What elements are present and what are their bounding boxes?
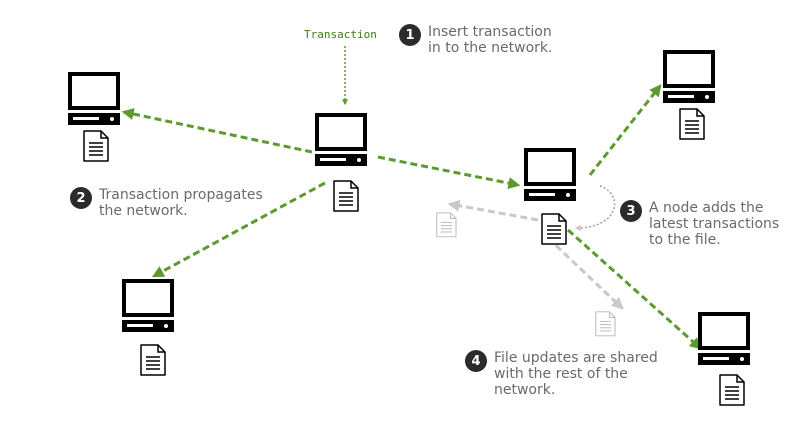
step-text: A node adds the latest transactions to t… xyxy=(649,200,780,248)
step-badge: 4 xyxy=(465,350,487,372)
step-1: 1 Insert transaction in to the network. xyxy=(399,24,552,56)
file-left-icon xyxy=(83,130,109,162)
file-lower-left-icon xyxy=(140,344,166,376)
computer-bottom-right-icon xyxy=(698,312,750,365)
file-top-right-icon xyxy=(679,108,705,140)
file-update-left-icon xyxy=(436,212,457,238)
step-3: 3 A node adds the latest transactions to… xyxy=(620,200,779,248)
update-arrow-left xyxy=(447,199,539,222)
update-arrow-down xyxy=(546,236,624,310)
computer-mining-node-icon xyxy=(524,148,576,201)
computer-top-right-icon xyxy=(663,50,715,103)
step-text: File updates are shared with the rest of… xyxy=(494,350,658,398)
transaction-label: Transaction xyxy=(304,28,377,41)
arrow-to-top-right-computer xyxy=(588,84,662,176)
update-arrows xyxy=(447,199,624,310)
propagation-arrows xyxy=(121,84,702,350)
step-4: 4 File updates are shared with the rest … xyxy=(465,350,658,398)
file-center-icon xyxy=(333,180,359,212)
arrow-to-left-computer xyxy=(121,108,313,154)
step-text: Insert transaction in to the network. xyxy=(428,24,553,56)
step-badge: 3 xyxy=(620,200,642,222)
step-badge: 2 xyxy=(70,187,92,209)
file-update-down-icon xyxy=(595,311,616,337)
computer-left-icon xyxy=(68,72,120,125)
arrow-to-bottom-right-computer xyxy=(567,228,702,350)
computers xyxy=(68,50,750,365)
step-text: Transaction propagates the network. xyxy=(99,187,263,219)
step-2: 2 Transaction propagates the network. xyxy=(70,187,263,219)
self-update-arrow xyxy=(574,185,616,231)
step-badge: 1 xyxy=(399,24,421,46)
computer-lower-left-icon xyxy=(122,279,174,332)
files xyxy=(83,108,745,406)
computer-center-icon xyxy=(315,113,367,166)
file-bottom-right-icon xyxy=(719,374,745,406)
arrow-to-mining-node xyxy=(377,155,521,190)
file-mining-node-icon xyxy=(541,213,567,245)
